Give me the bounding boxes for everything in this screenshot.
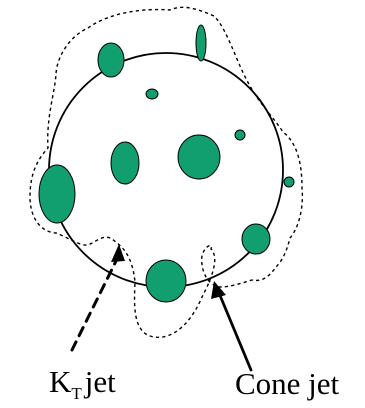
cone-jet-circle [49, 53, 283, 287]
kt-jet-label: KTjet [49, 366, 116, 397]
kt-jet-subscript: T [71, 384, 81, 403]
particle-top-right-thin [196, 25, 206, 61]
particle-center-right [178, 135, 220, 179]
kt-jet-suffix-text: jet [85, 364, 116, 399]
cone-jet-arrow [219, 293, 251, 370]
kt-jet-main-text: K [49, 364, 71, 399]
kt-jet-arrow [72, 255, 119, 350]
cone-jet-arrowhead [211, 281, 226, 299]
particle-center-left [111, 142, 139, 184]
particle-left-edge [39, 165, 75, 223]
cone-jet-label: Cone jet [235, 368, 339, 399]
particle-small-center-top [146, 89, 158, 99]
particle-top-left [98, 43, 124, 77]
particle-bottom-center [146, 260, 186, 302]
particle-small-right-outside [284, 177, 294, 187]
particle-small-right-upper [235, 130, 245, 140]
kt-jet-arrowhead [111, 244, 125, 262]
particle-bottom-right [242, 224, 270, 254]
